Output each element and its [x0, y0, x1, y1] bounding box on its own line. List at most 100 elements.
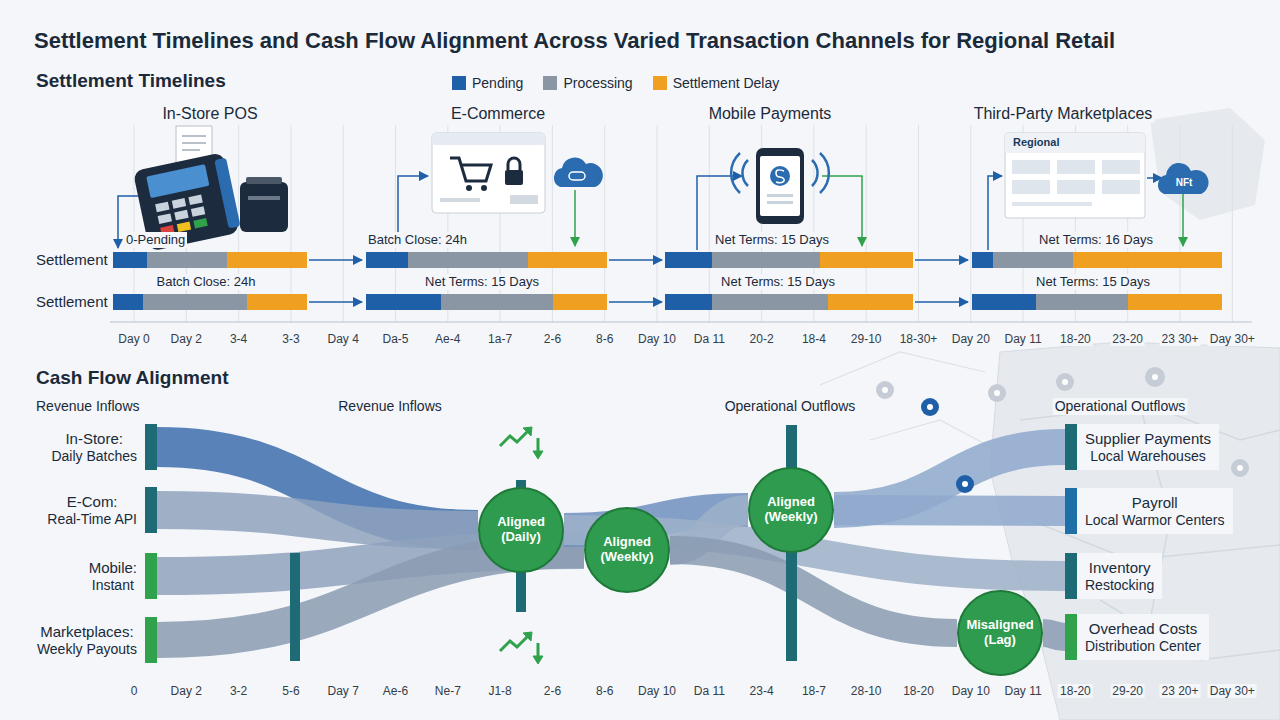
receipt-icon [182, 136, 206, 150]
axis-tick: 0 [129, 684, 140, 698]
map-pin [1237, 465, 1243, 471]
map-pin [927, 404, 933, 410]
axis-tick: 5-6 [280, 684, 301, 698]
pos-terminal-icon [193, 218, 207, 229]
node-text: Weekly Payouts [37, 641, 137, 658]
map-pin [1062, 379, 1068, 385]
phone-icon [770, 166, 790, 186]
column-heading: Revenue Inflows [34, 398, 142, 415]
legend-item: Processing [543, 75, 632, 91]
legend: PendingProcessingSettlement Delay [452, 75, 779, 91]
axis-tick: 23-20 [1110, 332, 1145, 346]
channel-heading: Third-Party Marketplaces [972, 104, 1155, 123]
map-pin [1231, 459, 1249, 477]
axis-tick: Day 7 [326, 684, 361, 698]
flow-arrow [309, 260, 968, 302]
browser-icon [450, 158, 491, 181]
axis-tick: Ae-4 [433, 332, 462, 346]
map-background [1150, 108, 1265, 220]
phone-icon [731, 148, 829, 224]
gridline [1180, 125, 1181, 322]
leader-line [574, 190, 576, 246]
node-text: Marketplaces: [40, 623, 133, 641]
pos-terminal-icon [155, 202, 169, 213]
section-heading: Settlement Timelines [34, 70, 228, 93]
axis-tick: Ae-6 [381, 684, 410, 698]
outflow-target: Supplier PaymentsLocal Warehouses [1065, 424, 1219, 470]
node-text: Aligned (Daily) [485, 515, 557, 545]
marketplace-window-icon [1005, 133, 1145, 218]
axis-tick: 29-20 [1110, 684, 1145, 698]
legend-text: Settlement Delay [673, 75, 780, 91]
axis-tick: Day 10 [636, 684, 678, 698]
phone-icon [767, 201, 793, 204]
timing-bar [290, 553, 300, 661]
axis-tick: 3-2 [228, 684, 249, 698]
node-text: Daily Batches [51, 448, 137, 465]
axis-tick: 18-7 [800, 684, 828, 698]
flow-band [157, 447, 478, 530]
axis-tick: 29-10 [849, 332, 884, 346]
axis-tick: Ne-7 [433, 684, 463, 698]
cloud-icon [554, 158, 603, 187]
phone-icon [756, 148, 804, 224]
node-text: Supplier Payments [1085, 430, 1211, 448]
cloud-icon [1158, 163, 1209, 194]
legend-swatch [543, 76, 557, 90]
map-pin [962, 481, 968, 487]
pos-terminal-icon [191, 206, 205, 217]
node-text: Local Warehouses [1090, 448, 1205, 465]
axis-tick: Day 10 [950, 684, 992, 698]
axis-tick: 18-30+ [898, 332, 940, 346]
axis-tick: 20-2 [748, 332, 776, 346]
trend-icon [533, 656, 543, 664]
flow-band [1043, 633, 1065, 637]
node-text: Overhead Costs [1089, 620, 1197, 638]
timeline-bar [247, 294, 307, 310]
timeline-bar [972, 252, 993, 268]
bar-annotation: Net Terms: 15 Days [713, 232, 831, 248]
icon-text: NFt [1174, 177, 1195, 189]
channel-heading: Mobile Payments [707, 104, 834, 123]
icon-text: Regional [1011, 136, 1061, 149]
axis-tick: Day 10 [636, 332, 678, 346]
axis-tick: 8-6 [594, 684, 615, 698]
map-background [990, 342, 1280, 720]
map-pin [876, 381, 894, 399]
gridline [657, 125, 658, 322]
timeline-bar [820, 252, 913, 268]
title-text: Settlement Timelines and Cash Flow Align… [34, 28, 1115, 54]
marketplace-window-icon [1057, 160, 1095, 174]
map-pin [1152, 374, 1158, 380]
inflow-source: Mobile:Instant [81, 553, 157, 599]
timeline-bar [143, 294, 247, 310]
gridline [552, 125, 553, 322]
node-text: E-Com: [67, 493, 118, 511]
pos-terminal-icon [146, 164, 209, 198]
timeline-bar [441, 294, 553, 310]
timeline-bar [553, 294, 607, 310]
flow-arrow [309, 259, 362, 261]
cloud-icon [569, 172, 585, 180]
gridline [813, 125, 814, 322]
browser-icon [481, 185, 487, 191]
trend-icon [500, 635, 529, 651]
channel-heading: E-Commerce [449, 104, 547, 123]
timeline-bar [665, 294, 712, 310]
column-heading: Revenue Inflows [336, 398, 444, 415]
node-text: Aligned (Weekly) [755, 495, 827, 525]
axis-tick: 23-4 [748, 684, 776, 698]
axis-tick: J1-8 [486, 684, 513, 698]
axis-tick: 1a-7 [486, 332, 514, 346]
timing-bar [290, 425, 797, 661]
legend-item: Settlement Delay [653, 75, 780, 91]
leader-line [988, 176, 1002, 250]
cloud-icon [1158, 163, 1209, 194]
bar-annotation: Net Terms: 15 Days [423, 274, 541, 290]
bar-annotation: 0-Pending [124, 232, 187, 248]
flow-arrow [915, 259, 968, 261]
node-text: Local Warmor Centers [1085, 512, 1225, 529]
inflow-source: In-Store:Daily Batches [43, 424, 157, 470]
axis-tick: Da-5 [380, 332, 410, 346]
